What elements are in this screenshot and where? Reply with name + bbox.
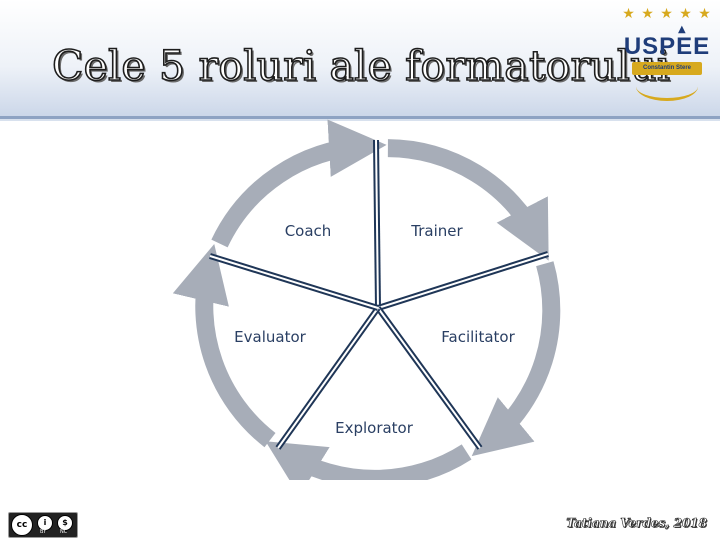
ring-arc-explorator — [265, 441, 472, 480]
role-label-explorator: Explorator — [335, 419, 414, 437]
role-label-evaluator: Evaluator — [234, 328, 306, 346]
graduation-cap-icon: ▲ — [678, 24, 686, 35]
ring-arc-facilitator — [471, 261, 561, 457]
ring-arc-trainer — [387, 139, 549, 261]
star-icon: ★ — [622, 6, 636, 22]
header-divider — [0, 116, 720, 119]
divider-line — [375, 139, 379, 309]
star-icon: ★ — [641, 6, 655, 22]
star-icon: ★ — [679, 6, 693, 22]
logo-name: USPEE — [623, 33, 711, 60]
logo-stars: ★ ★ ★ ★ ★ — [618, 6, 716, 22]
role-label-trainer: Trainer — [410, 222, 463, 240]
cycle-ring — [172, 119, 561, 480]
star-icon: ★ — [698, 6, 712, 22]
ring-arc-evaluator — [172, 243, 276, 448]
cc-license-badge[interactable]: cc i $ BY NC — [8, 512, 78, 538]
noncommercial-icon: $ — [57, 515, 73, 531]
cc-by-tag: BY — [40, 529, 47, 535]
attribution-icon: i — [37, 515, 53, 531]
role-label-coach: Coach — [285, 222, 332, 240]
slide-header — [0, 0, 720, 120]
divider-line — [277, 307, 379, 449]
divider-line — [209, 255, 379, 309]
divider-line — [377, 253, 549, 309]
logo-wing — [636, 72, 698, 101]
star-icon: ★ — [660, 6, 674, 22]
cc-nc-tag: NC — [60, 529, 68, 535]
roles-cycle-diagram: Coach Trainer Facilitator Explorator Eva… — [172, 119, 561, 480]
divider-line — [377, 307, 481, 449]
author-credit: Tatiana Verdes, 2018 — [566, 516, 707, 531]
cc-icon: cc — [11, 514, 33, 536]
role-label-facilitator: Facilitator — [441, 328, 515, 346]
cycle-dividers — [209, 139, 549, 450]
slide-title: Cele 5 roluri ale formatorului — [51, 41, 671, 91]
uspee-logo: ★ ★ ★ ★ ★ ▲ USPEE Constantin Stere — [618, 6, 716, 101]
ring-arc-coach — [211, 119, 387, 248]
